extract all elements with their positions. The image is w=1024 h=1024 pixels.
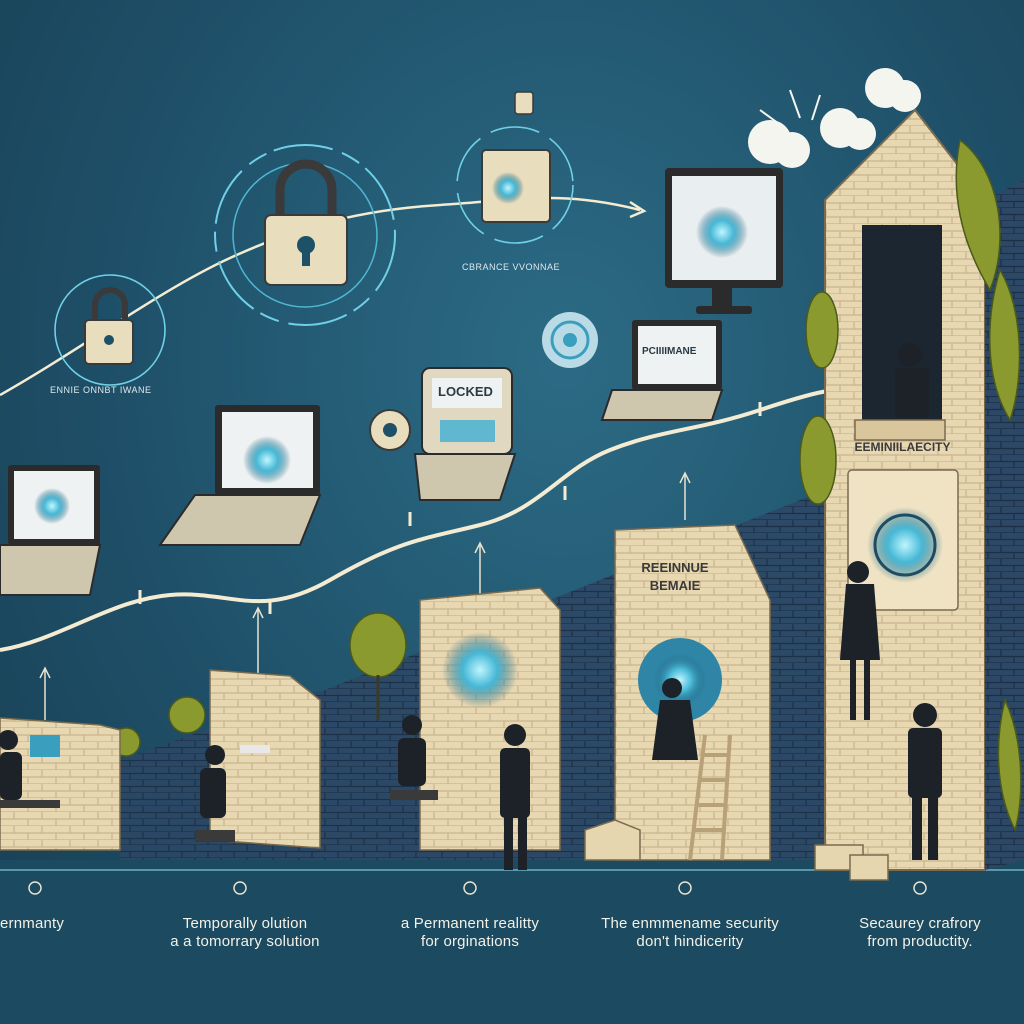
ladder	[688, 734, 732, 861]
label-left-lock: ENNIE ONNBT IWANE	[50, 385, 152, 395]
path-ticks	[138, 402, 762, 614]
wall-sign-line2: BEMAIE	[649, 578, 701, 593]
caption-5-line2: from productity.	[867, 933, 973, 950]
caption-5: Secaurey crafrory from productity.	[825, 915, 1015, 951]
lock-icon-small	[54, 274, 166, 386]
caption-3-line2: for orginations	[420, 933, 520, 950]
caption-3: a Permanent realitty for orginations	[370, 915, 570, 951]
caption-2: Temporally olution a a tomorrary solutio…	[150, 915, 340, 951]
sun-gear-icon	[542, 312, 598, 368]
caption-4: The enmmename security don't hindicerity	[595, 915, 785, 951]
laptop-center	[158, 405, 322, 546]
caption-5-line1: Secaurey crafrory	[859, 915, 981, 932]
laptop-left	[0, 465, 102, 596]
laptop-screen-text: PCIIIIMANE	[642, 346, 697, 357]
caption-1: ernmanty	[0, 915, 80, 933]
caption-2-line2: a a tomorrary solution	[170, 933, 320, 950]
cubicle-walls	[0, 524, 771, 861]
book-icon	[456, 91, 574, 244]
boxes	[584, 819, 889, 881]
lock-icon-large	[214, 144, 396, 326]
caption-2-line1: Temporally olution	[182, 915, 308, 932]
people	[0, 343, 942, 870]
wall-sign-line1: REEINNUE	[641, 560, 709, 575]
desktop-monitor	[665, 168, 783, 314]
arc-arrowhead	[629, 200, 647, 219]
laptop-right	[600, 320, 724, 421]
foliage	[111, 138, 1022, 833]
caption-3-line1: a Permanent realitty	[400, 915, 540, 932]
progress-path	[0, 383, 871, 652]
gear-icon	[369, 409, 411, 451]
sky-decor	[748, 68, 921, 168]
upward-arrows	[39, 471, 691, 720]
locked-screen-text: LOCKED	[438, 384, 493, 399]
ground	[0, 860, 1024, 1024]
timeline-markers	[28, 881, 927, 895]
locked-device	[413, 367, 517, 501]
label-top-icon: CBRANCE VVONNAE	[462, 262, 561, 272]
caption-1-line1: ernmanty	[0, 915, 65, 932]
tower-sign: EEMINIILAECITY	[854, 440, 951, 454]
caption-4-line1: The enmmename security	[601, 915, 779, 932]
caption-4-line2: don't hindicerity	[636, 933, 744, 950]
